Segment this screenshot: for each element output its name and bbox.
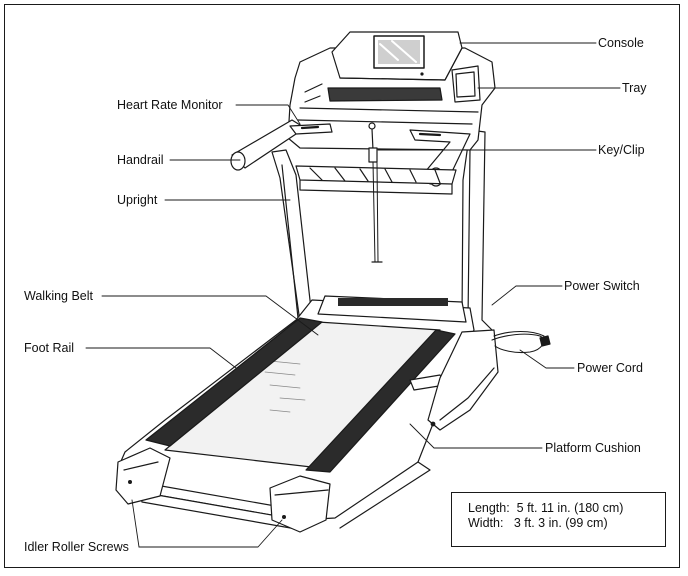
- treadmill-deck: [117, 295, 475, 531]
- power-cord: [491, 330, 551, 354]
- label-handrail: Handrail: [117, 153, 164, 167]
- console: [287, 31, 496, 151]
- label-heart-rate-monitor: Heart Rate Monitor: [117, 98, 223, 112]
- label-idler-roller-screws: Idler Roller Screws: [24, 540, 129, 554]
- safety-key: [368, 122, 383, 263]
- front-roller-cap-left: [115, 447, 171, 505]
- label-platform-cushion: Platform Cushion: [545, 441, 641, 455]
- label-foot-rail: Foot Rail: [24, 341, 75, 355]
- accessory-tray: [295, 165, 457, 195]
- label-key-clip: Key/Clip: [598, 143, 645, 157]
- label-upright: Upright: [117, 193, 158, 207]
- dimension-width: Width: 3 ft. 3 in. (99 cm): [468, 516, 608, 530]
- leader-lines: [85, 42, 621, 548]
- label-console: Console: [598, 36, 644, 50]
- label-tray: Tray: [622, 81, 647, 95]
- diagram-frame: [4, 4, 680, 568]
- front-roller-cap-right: [269, 475, 331, 533]
- rear-base: [427, 329, 499, 431]
- label-power-switch: Power Switch: [564, 279, 640, 293]
- dimension-length: Length: 5 ft. 11 in. (180 cm): [468, 501, 624, 515]
- dimensions-box: Length: 5 ft. 11 in. (180 cm) Width: 3 f…: [451, 492, 666, 547]
- label-walking-belt: Walking Belt: [24, 289, 94, 303]
- label-power-cord: Power Cord: [577, 361, 643, 375]
- handrail-left: [230, 119, 333, 171]
